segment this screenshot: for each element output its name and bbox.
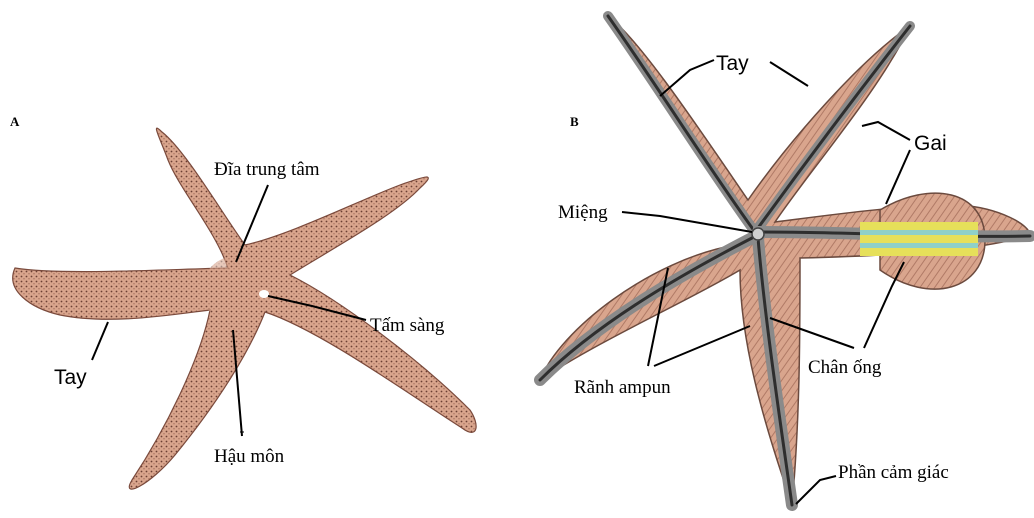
label-arm-b: Tay [716, 52, 749, 75]
tube-feet-stripes [860, 222, 978, 256]
mouth-b [752, 228, 764, 240]
leader-ampulla-2 [654, 326, 750, 366]
leader-spines-top [862, 122, 910, 140]
label-central-disc: Đĩa trung tâm [214, 159, 320, 180]
leader-arm-b-right [770, 62, 808, 86]
label-tube-feet: Chân ống [808, 357, 882, 378]
panel-a: A Đĩa trung tâm Tấm sàng Tay Hậu môn [10, 114, 476, 489]
madreporite-spot [259, 290, 269, 298]
panel-letter-b: B [570, 114, 579, 129]
panel-letter-a: A [10, 114, 20, 129]
leader-mouth [622, 212, 752, 232]
starfish-a [13, 128, 476, 489]
leader-sensory [796, 476, 836, 504]
label-ampulla-groove: Rãnh ampun [574, 377, 671, 398]
label-madreporite: Tấm sàng [370, 315, 445, 336]
leader-arm-a [92, 322, 108, 360]
central-disc-a [202, 256, 270, 324]
label-arm-a: Tay [54, 366, 87, 389]
leader-spines-bottom [886, 150, 910, 204]
leader-tube-feet-2 [864, 262, 904, 348]
label-spines: Gai [914, 132, 947, 155]
starfish-b [540, 16, 1030, 505]
panel-b: B [540, 16, 1030, 505]
label-anus: Hậu môn [214, 446, 285, 467]
label-mouth: Miệng [558, 202, 608, 223]
label-sensory-part: Phần cảm giác [838, 462, 949, 483]
